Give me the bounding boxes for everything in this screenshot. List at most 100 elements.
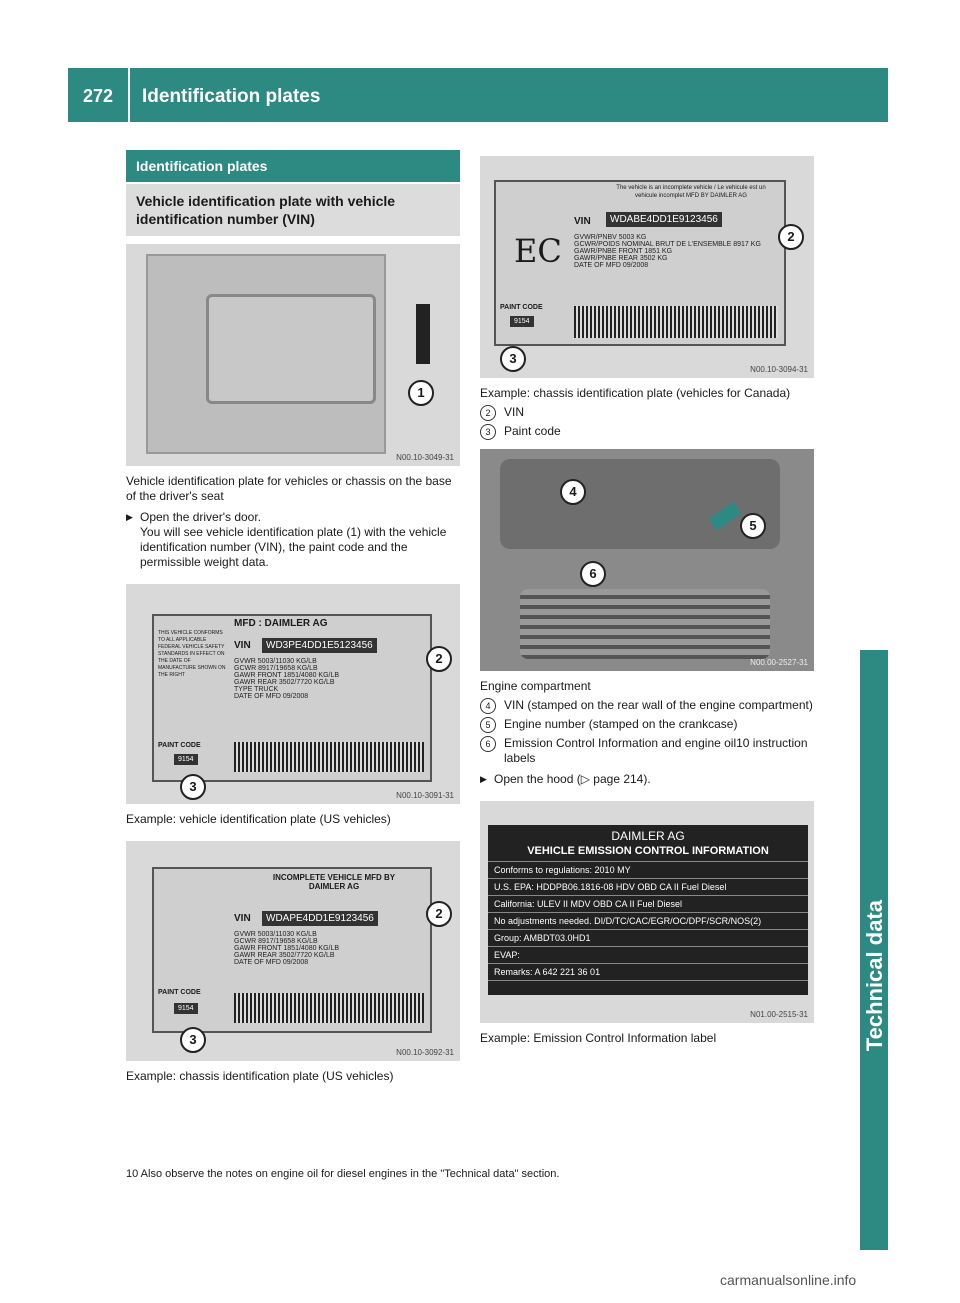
- vin-value: WDABE4DD1E9123456: [606, 212, 722, 227]
- paint-code-label: PAINT CODE: [500, 304, 543, 311]
- legend-number: 6: [480, 736, 496, 752]
- side-tab-label: Technical data: [862, 900, 887, 1052]
- plate-data-rows: GVWR 5003/11030 KG/LB GCWR 8917/19658 KG…: [234, 931, 339, 966]
- plate-row: GVWR 5003/11030 KG/LB: [234, 658, 317, 665]
- figure-caption: Example: chassis identification plate (U…: [126, 1069, 394, 1083]
- callout-3: 3: [180, 1027, 206, 1053]
- label-row: Conforms to regulations: 2010 MY: [488, 862, 808, 879]
- figure-us-chassis-plate: INCOMPLETE VEHICLE MFD BY DAIMLER AG VIN…: [126, 841, 460, 1061]
- plate-row: GAWR/PNBE FRONT 1851 KG: [574, 248, 673, 255]
- legend-item: 3 Paint code: [480, 424, 814, 440]
- plate-row: DATE OF MFD 09/2008: [234, 959, 309, 966]
- watermark: carmanualsonline.info: [720, 1272, 857, 1288]
- figure-canada-chassis-plate: EC The vehicle is an incomplete vehicle …: [480, 156, 814, 378]
- figure-id: N00.00-2527-31: [750, 658, 808, 667]
- plate-row: GCWR 8917/19658 KG/LB: [234, 665, 318, 672]
- paint-code-label: PAINT CODE: [158, 742, 201, 749]
- ec-mark: EC: [514, 232, 562, 270]
- plate-manufacturer: MFD : DAIMLER AG: [234, 618, 328, 629]
- paint-code-value: 9154: [510, 316, 534, 327]
- callout-1: 1: [408, 380, 434, 406]
- front-grille: [520, 589, 770, 659]
- plate-data-rows: GVWR 5003/11030 KG/LB GCWR 8917/19658 KG…: [234, 658, 339, 700]
- open-hood-link[interactable]: Open the hood (▷ page 214).: [494, 772, 651, 786]
- plate-row: GAWR FRONT 1851/4080 KG/LB: [234, 945, 340, 952]
- callout-4: 4: [560, 479, 586, 505]
- figure-id: N00.10-3049-31: [396, 453, 454, 462]
- paint-code-value: 9154: [174, 754, 198, 765]
- legend-text: VIN (stamped on the rear wall of the eng…: [504, 698, 813, 712]
- page-number: 272: [82, 86, 114, 106]
- legend-item: 6 Emission Control Information and engin…: [480, 736, 814, 766]
- callout-6: 6: [580, 561, 606, 587]
- figure-id: N00.10-3092-31: [396, 1048, 454, 1057]
- figure-id: N00.10-3094-31: [750, 365, 808, 374]
- footnote: 10 Also observe the notes on engine oil …: [126, 1168, 560, 1180]
- label-maker: DAIMLER AG: [611, 829, 685, 843]
- figure-driver-seat-plate: 1 N00.10-3049-31: [126, 244, 460, 466]
- identification-plate: INCOMPLETE VEHICLE MFD BY DAIMLER AG VIN…: [152, 867, 432, 1033]
- label-row: Remarks: A 642 221 36 01: [488, 964, 808, 981]
- section-title: Identification plates: [126, 150, 460, 182]
- figure-caption: Example: Emission Control Information la…: [480, 1031, 717, 1045]
- figure-engine-compartment: 4 5 6 N00.00-2527-31: [480, 449, 814, 671]
- engine-cover: [500, 459, 780, 549]
- plate-header: The vehicle is an incomplete vehicle / L…: [616, 185, 766, 199]
- instruction-detail: You will see vehicle identification plat…: [140, 525, 447, 569]
- plate-row: TYPE TRUCK: [234, 686, 279, 693]
- label-row: U.S. EPA: HDDPB06.1816-08 HDV OBD CA II …: [488, 879, 808, 896]
- legend-number: 4: [480, 698, 496, 714]
- figure-id: N00.10-3091-31: [396, 791, 454, 800]
- label-row: Group: AMBDT03.0HD1: [488, 930, 808, 947]
- plate-row: GAWR REAR 3502/7720 KG/LB: [234, 952, 335, 959]
- plate-row: GCWR 8917/19658 KG/LB: [234, 938, 318, 945]
- side-tab: [860, 650, 888, 1250]
- left-column: Identification plates Vehicle identifica…: [126, 150, 460, 1084]
- vin-value: WD3PE4DD1E5123456: [262, 638, 377, 653]
- paint-code-label: PAINT CODE: [158, 989, 201, 996]
- plate-header: INCOMPLETE VEHICLE MFD BY DAIMLER AG: [272, 873, 396, 891]
- barcode: [234, 742, 424, 772]
- figure-caption: Example: chassis identification plate (v…: [480, 386, 791, 400]
- plate-conformance-text: THIS VEHICLE CONFORMS TO ALL APPLICABLE …: [158, 630, 226, 678]
- callout-2: 2: [426, 901, 452, 927]
- emission-label: DAIMLER AG VEHICLE EMISSION CONTROL INFO…: [488, 825, 808, 995]
- figure-caption: Example: vehicle identification plate (U…: [126, 812, 391, 826]
- vin-label: VIN: [234, 913, 251, 924]
- plate-outline: [206, 294, 376, 404]
- identification-plate: THIS VEHICLE CONFORMS TO ALL APPLICABLE …: [152, 614, 432, 782]
- section-subtitle: Vehicle identification plate with vehicl…: [126, 184, 460, 236]
- callout-2: 2: [778, 224, 804, 250]
- label-row: No adjustments needed. DI/D/TC/CAC/EGR/O…: [488, 913, 808, 930]
- figure-caption: Vehicle identification plate for vehicle…: [126, 474, 452, 503]
- instruction: Open the driver's door.: [126, 510, 460, 525]
- plate-row: GAWR REAR 3502/7720 KG/LB: [234, 679, 335, 686]
- seat-lever: [416, 304, 430, 364]
- plate-row: GVWR/PNBV 5003 KG: [574, 234, 647, 241]
- label-title: VEHICLE EMISSION CONTROL INFORMATION: [488, 843, 808, 862]
- legend-text: Emission Control Information and engine …: [504, 736, 808, 765]
- header-bar: [68, 68, 888, 122]
- plate-row: DATE OF MFD 09/2008: [574, 262, 649, 269]
- instruction: Open the hood (▷ page 214).: [480, 772, 814, 787]
- right-column: EC The vehicle is an incomplete vehicle …: [480, 150, 814, 1046]
- plate-row: GVWR 5003/11030 KG/LB: [234, 931, 317, 938]
- label-row: California: ULEV II MDV OBD CA II Fuel D…: [488, 896, 808, 913]
- legend-text: VIN: [504, 405, 525, 419]
- legend-text: Paint code: [504, 424, 561, 438]
- plate-row: GAWR/PNBE REAR 3502 KG: [574, 255, 668, 262]
- plate-row: GAWR FRONT 1851/4080 KG/LB: [234, 672, 340, 679]
- figure-us-vehicle-plate: THIS VEHICLE CONFORMS TO ALL APPLICABLE …: [126, 584, 460, 804]
- paint-code-value: 9154: [174, 1003, 198, 1014]
- callout-2: 2: [426, 646, 452, 672]
- barcode: [574, 306, 778, 338]
- legend-item: 5 Engine number (stamped on the crankcas…: [480, 717, 814, 733]
- legend-number: 3: [480, 424, 496, 440]
- label-row: EVAP:: [488, 947, 808, 964]
- callout-3: 3: [500, 346, 526, 372]
- callout-5: 5: [740, 513, 766, 539]
- legend-number: 5: [480, 717, 496, 733]
- figure-emission-label: DAIMLER AG VEHICLE EMISSION CONTROL INFO…: [480, 801, 814, 1023]
- page-title: Identification plates: [142, 86, 321, 107]
- plate-row: GCWR/POIDS NOMINAL BRUT DE L'ENSEMBLE 89…: [574, 241, 761, 248]
